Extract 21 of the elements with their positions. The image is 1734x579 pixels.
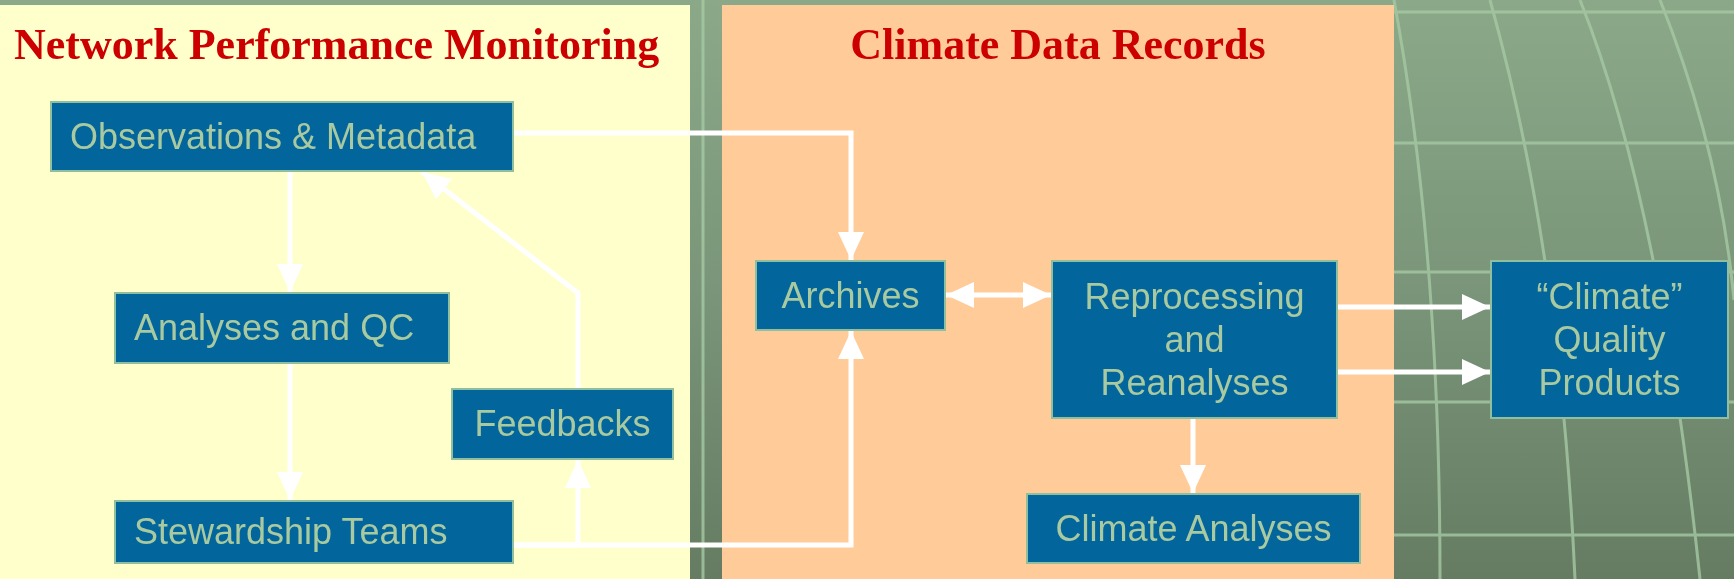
process-box: Stewardship Teams [114, 500, 514, 564]
process-box: Archives [755, 260, 946, 331]
panel-background [0, 5, 690, 579]
process-box: Observations & Metadata [50, 101, 514, 172]
arrow [1338, 294, 1490, 320]
process-box: “Climate” Quality Products [1490, 260, 1729, 419]
arrow [277, 364, 303, 500]
process-box: Feedbacks [451, 388, 674, 460]
arrow [514, 331, 864, 548]
process-box: Reprocessing and Reanalyses [1051, 260, 1338, 419]
arrow [1338, 359, 1490, 385]
panel-heading: Network Performance Monitoring [14, 19, 660, 70]
arrow [1180, 419, 1206, 493]
arrow [420, 170, 581, 388]
process-box: Analyses and QC [114, 292, 450, 364]
panel-heading: Climate Data Records [849, 19, 1267, 70]
arrow [514, 130, 864, 260]
panel-background [722, 5, 1394, 579]
arrow [946, 282, 1051, 308]
arrow [277, 172, 303, 292]
process-box: Climate Analyses [1026, 493, 1361, 564]
